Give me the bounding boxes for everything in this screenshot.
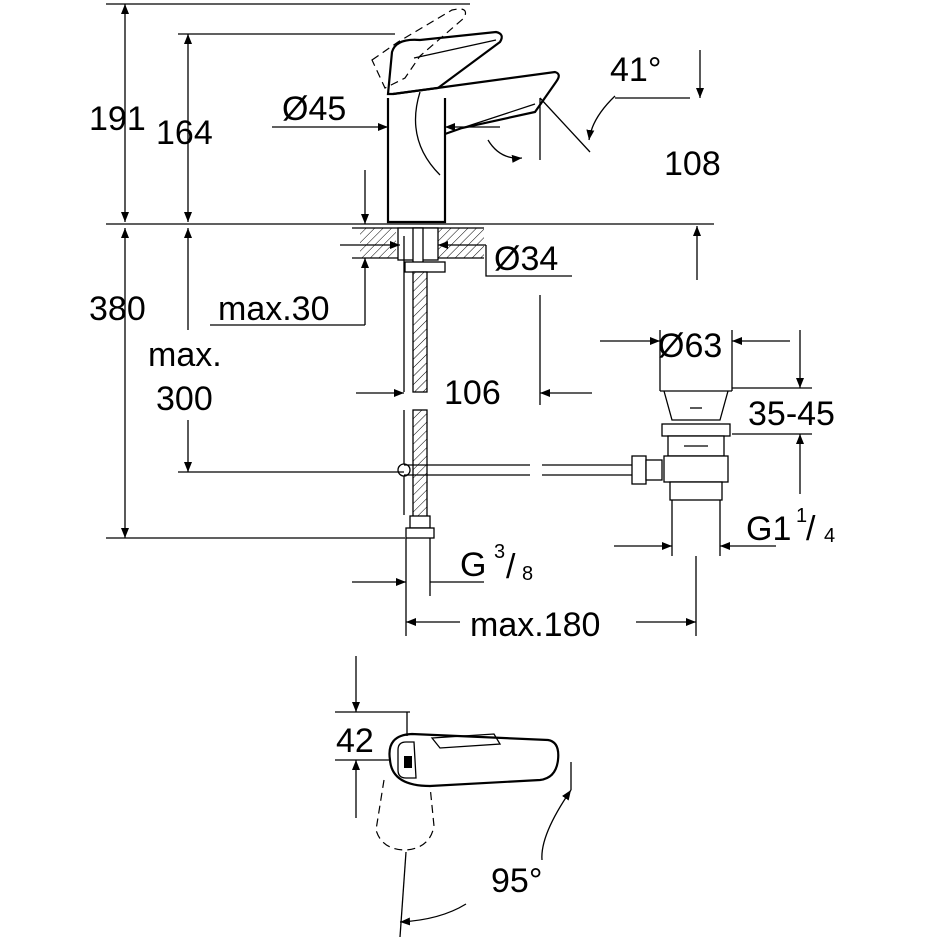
label-waste-flange-diameter: Ø63 bbox=[658, 327, 722, 365]
svg-text:G1: G1 bbox=[746, 510, 791, 548]
label-supply-thread: G 3 / 8 bbox=[460, 541, 533, 586]
popup-rod bbox=[397, 455, 663, 485]
label-waste-deck-range: 35-45 bbox=[748, 395, 835, 433]
label-body-diameter: Ø45 bbox=[282, 90, 346, 128]
dimension-lines bbox=[106, 3, 812, 636]
label-max-deck-thickness: max.30 bbox=[218, 290, 330, 328]
faucet-side-view bbox=[371, 8, 560, 224]
svg-text:3: 3 bbox=[494, 541, 505, 563]
label-spout-reach: 108 bbox=[664, 145, 721, 183]
label-handle-height: 42 bbox=[336, 722, 374, 760]
label-max-hose-line1: max. bbox=[148, 336, 222, 374]
label-hole-diameter: Ø34 bbox=[494, 240, 558, 278]
svg-text:G: G bbox=[460, 546, 486, 584]
label-below-deck-height: 380 bbox=[89, 290, 146, 328]
handle-top-view bbox=[335, 656, 572, 937]
label-max-hose-line2: 300 bbox=[156, 380, 213, 418]
deck-section bbox=[106, 223, 714, 273]
label-waste-offset: 106 bbox=[444, 374, 501, 412]
supply-hoses bbox=[403, 236, 435, 539]
label-max-rod-distance: max.180 bbox=[470, 606, 600, 644]
svg-text:4: 4 bbox=[824, 525, 835, 547]
svg-text:/: / bbox=[506, 548, 516, 586]
dimension-labels: 191 164 Ø45 41° 108 Ø34 380 max.30 max. … bbox=[89, 51, 835, 900]
label-overall-height: 191 bbox=[89, 100, 146, 138]
waste-fitting bbox=[660, 390, 732, 556]
svg-text:1: 1 bbox=[796, 505, 807, 527]
svg-text:8: 8 bbox=[522, 563, 533, 585]
svg-text:/: / bbox=[806, 510, 816, 548]
label-waste-thread: G1 1 / 4 bbox=[746, 505, 835, 548]
label-lever-angle: 41° bbox=[610, 51, 661, 89]
label-spout-height: 164 bbox=[156, 114, 213, 152]
label-handle-rotation: 95° bbox=[491, 862, 542, 900]
